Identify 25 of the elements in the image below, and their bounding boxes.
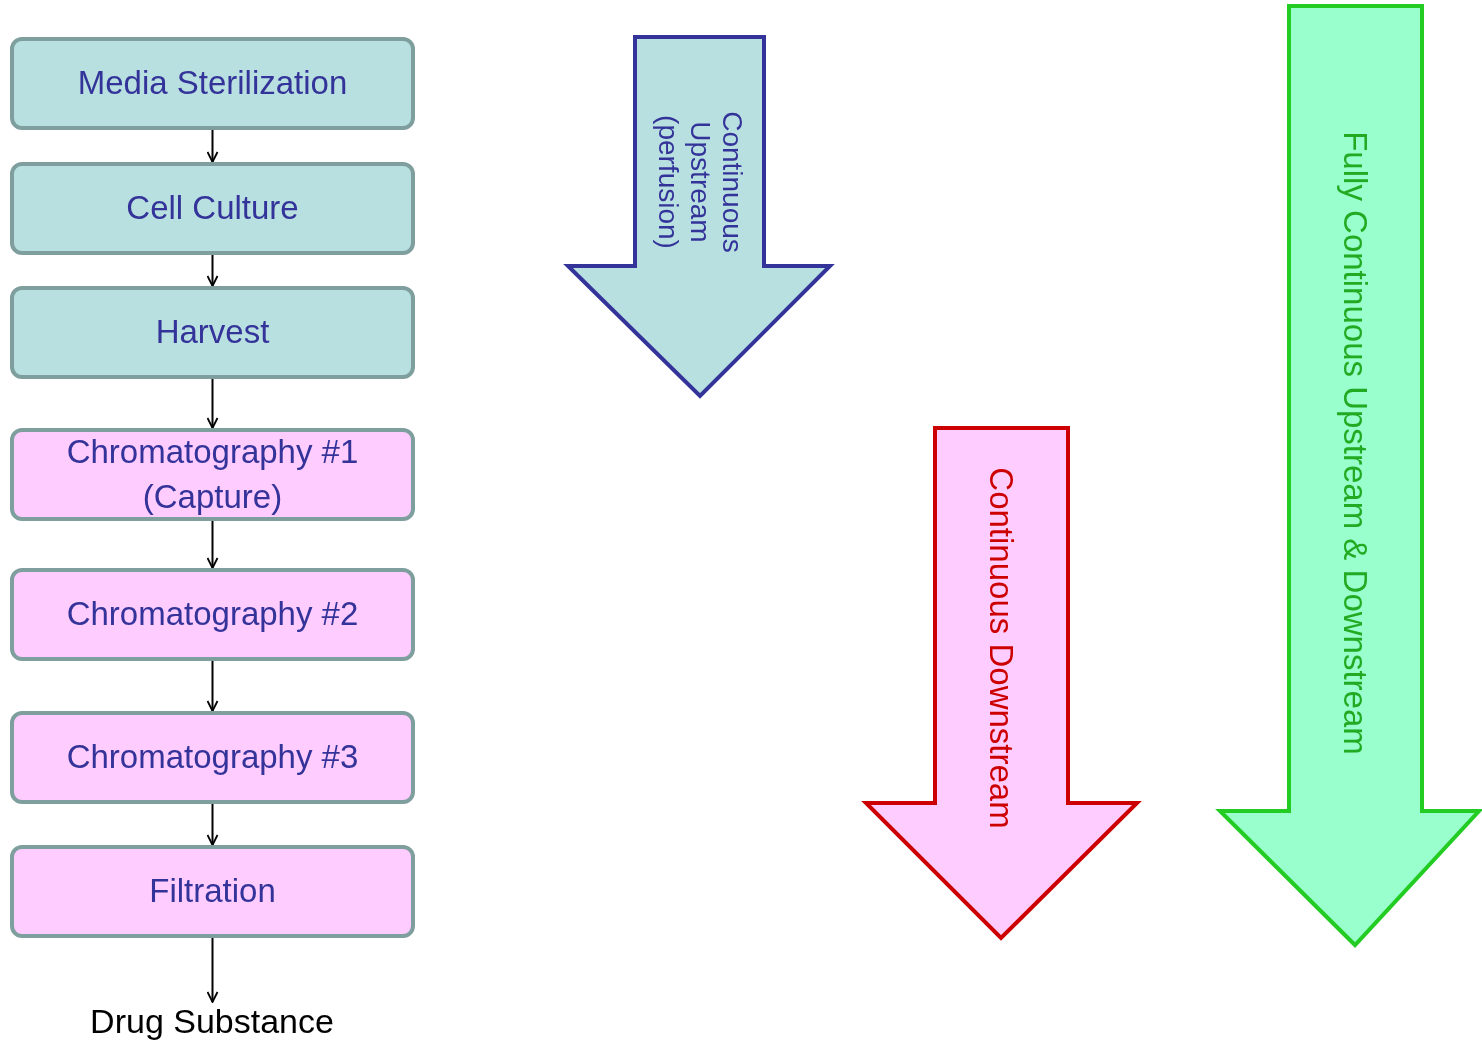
arrow-label: Fully Continuous Upstream & Downstream bbox=[1336, 130, 1374, 757]
process-box bbox=[10, 286, 415, 379]
arrow-label: Continuous Downstream bbox=[982, 466, 1020, 831]
arrow-label: Continuous Upstream (perfusion) bbox=[651, 110, 749, 255]
arrow bbox=[206, 803, 219, 846]
arrow bbox=[206, 129, 219, 163]
step-label: Cell Culture bbox=[126, 188, 299, 229]
output-label: Drug Substance bbox=[12, 1002, 412, 1041]
arrow bbox=[206, 660, 219, 712]
step-label: Chromatography #3 bbox=[66, 737, 359, 778]
step-label: Media Sterilization bbox=[77, 63, 348, 104]
process-box bbox=[10, 162, 415, 255]
process-box bbox=[10, 428, 415, 521]
step-label: Filtration bbox=[149, 871, 276, 912]
process-box bbox=[10, 845, 415, 938]
step-label: Chromatography #1 (Capture) bbox=[65, 431, 360, 517]
arrow bbox=[206, 254, 219, 287]
arrow bbox=[206, 378, 219, 429]
arrow bbox=[206, 937, 219, 1003]
process-box bbox=[10, 711, 415, 804]
step-label: Chromatography #2 bbox=[66, 594, 359, 635]
arrow bbox=[206, 520, 219, 569]
process-box bbox=[10, 37, 415, 130]
step-label: Harvest bbox=[155, 312, 270, 353]
process-box bbox=[10, 568, 415, 661]
